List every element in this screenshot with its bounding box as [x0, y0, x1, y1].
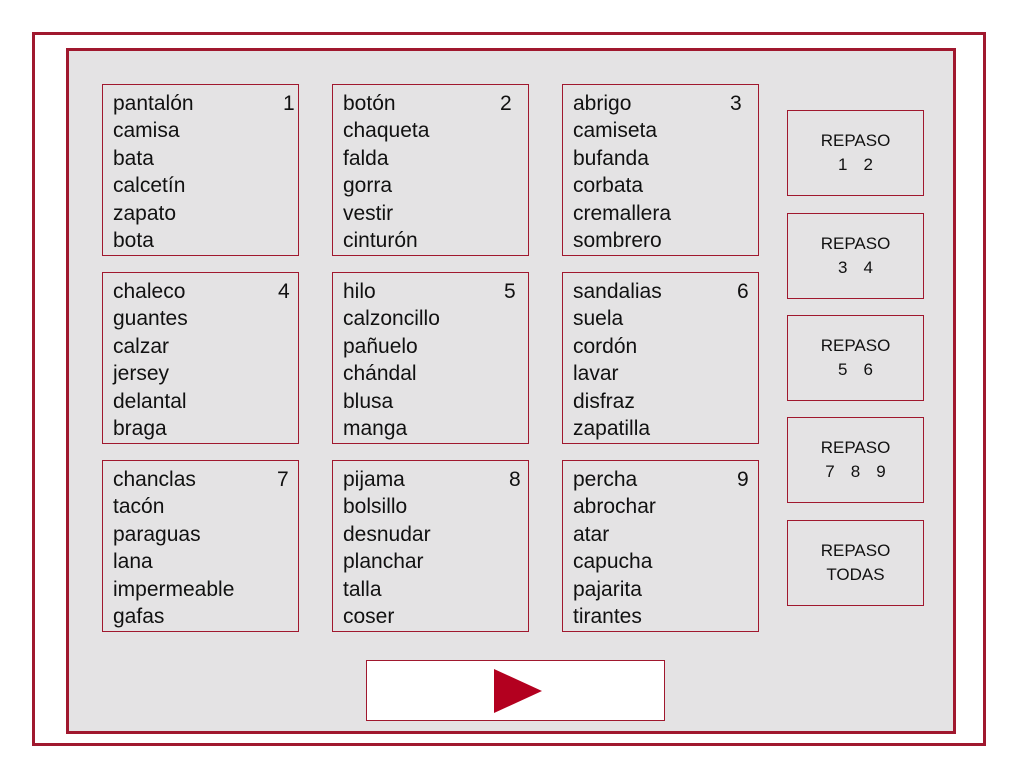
review-numbers: 3 4: [830, 256, 881, 280]
word-item: vestir: [343, 201, 394, 225]
word-item: talla: [343, 577, 382, 601]
word-item: corbata: [573, 174, 644, 198]
word-item: planchar: [343, 550, 424, 574]
review-label: REPASO: [820, 336, 891, 355]
group-number: 4: [278, 280, 290, 303]
review-label: REPASO: [820, 131, 891, 150]
word-item: chaqueta: [343, 119, 430, 143]
word-item: zapatilla: [573, 416, 651, 440]
word-item: impermeable: [113, 577, 235, 601]
word-item: coser: [343, 604, 395, 628]
word-item: jersey: [113, 362, 170, 386]
review-number: 2: [863, 155, 873, 174]
review-number: 6: [863, 360, 873, 379]
word-item: zapato: [113, 201, 177, 225]
word-item: capucha: [573, 550, 653, 574]
word-item: calzoncillo: [343, 307, 440, 331]
word-item: gafas: [113, 604, 165, 628]
word-item: desnudar: [343, 522, 431, 546]
review-subtitle: TODAS: [826, 565, 885, 584]
word-item: abrochar: [573, 495, 656, 519]
review-number: 1: [838, 155, 848, 174]
review-button-all[interactable]: REPASO TODAS: [787, 520, 924, 606]
word-item: braga: [113, 416, 167, 440]
word-item: delantal: [113, 389, 187, 413]
word-item: manga: [343, 416, 408, 440]
word-item: lavar: [573, 362, 619, 386]
review-button-1-2[interactable]: REPASO 1 2: [787, 110, 924, 196]
group-number: 8: [509, 468, 521, 491]
word-item: paraguas: [113, 522, 201, 546]
word-item: lana: [113, 550, 153, 574]
word-item: disfraz: [573, 389, 635, 413]
word-item: camiseta: [573, 119, 658, 143]
review-numbers: 7 8 9: [817, 460, 893, 484]
review-button-5-6[interactable]: REPASO 5 6: [787, 315, 924, 401]
review-number: 9: [876, 462, 886, 481]
word-item: bolsillo: [343, 495, 408, 519]
group-number: 1: [283, 92, 295, 115]
word-item: gorra: [343, 174, 393, 198]
review-button-7-8-9[interactable]: REPASO 7 8 9: [787, 417, 924, 503]
word-item: blusa: [343, 389, 394, 413]
review-label: REPASO: [820, 438, 891, 457]
play-icon: [494, 669, 542, 713]
word-item: chándal: [343, 362, 417, 386]
review-number: 7: [825, 462, 835, 481]
review-label: REPASO: [820, 234, 891, 253]
word-item: cordón: [573, 334, 638, 358]
word-item: calcetín: [113, 174, 186, 198]
group-number: 3: [730, 92, 742, 115]
group-number: 5: [504, 280, 516, 303]
word-item: bata: [113, 146, 154, 170]
word-item: guantes: [113, 307, 188, 331]
group-number: 9: [737, 468, 749, 491]
word-item: bota: [113, 228, 154, 252]
review-numbers: 5 6: [830, 358, 881, 382]
word-item: pajarita: [573, 577, 642, 601]
group-number: 7: [277, 468, 289, 491]
word-item: tacón: [113, 495, 165, 519]
next-button[interactable]: [366, 660, 665, 721]
review-number: 8: [850, 462, 861, 481]
word-item: camisa: [113, 119, 180, 143]
review-label: REPASO: [820, 541, 891, 560]
word-item: cremallera: [573, 201, 672, 225]
review-numbers: 1 2: [830, 153, 881, 177]
group-number: 6: [737, 280, 749, 303]
word-item: bufanda: [573, 146, 649, 170]
word-item: falda: [343, 146, 389, 170]
review-number: 5: [838, 360, 848, 379]
word-item: sombrero: [573, 228, 662, 252]
word-item: calzar: [113, 334, 170, 358]
word-item: cinturón: [343, 228, 418, 252]
word-item: atar: [573, 522, 610, 546]
review-button-3-4[interactable]: REPASO 3 4: [787, 213, 924, 299]
word-item: pañuelo: [343, 334, 418, 358]
word-item: tirantes: [573, 604, 642, 628]
group-number: 2: [500, 92, 512, 115]
review-number: 4: [863, 258, 873, 277]
word-item: suela: [573, 307, 624, 331]
review-number: 3: [838, 258, 848, 277]
